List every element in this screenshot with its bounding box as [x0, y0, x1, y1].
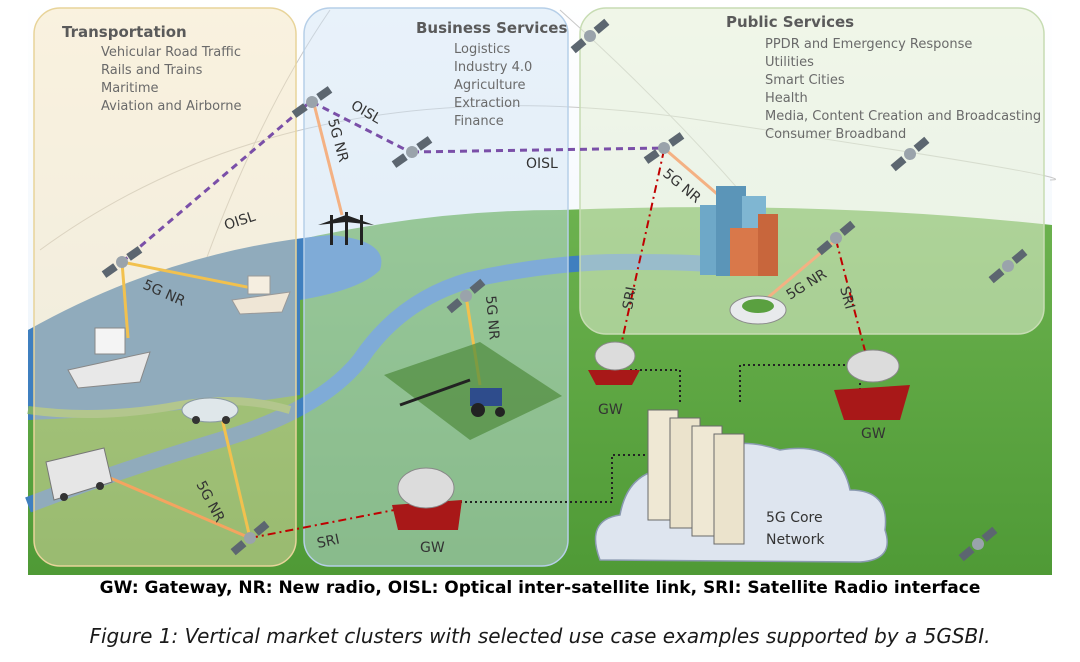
sri-link: [619, 149, 665, 351]
gw-label: GW: [420, 540, 445, 556]
cluster-title-transportation: Transportation: [62, 23, 187, 41]
satellite-icon: [446, 278, 486, 314]
core-network-label: Network: [766, 532, 825, 548]
ground-link: [739, 364, 861, 405]
ship-icon: [67, 327, 151, 389]
oisl-link: [411, 146, 665, 154]
cluster-item: Industry 4.0: [454, 60, 532, 75]
sri-link: [249, 504, 421, 539]
cluster-item: Utilities: [765, 55, 814, 70]
cluster-item: PPDR and Emergency Response: [765, 37, 972, 52]
city-buildings-icon: [700, 186, 778, 276]
nr-link: [120, 261, 130, 339]
cluster-item: Vehicular Road Traffic: [101, 45, 241, 60]
cluster-transportation: [33, 7, 297, 567]
satellite-icon: [988, 248, 1028, 284]
oisl-label: OISL: [526, 156, 558, 172]
nr-link: [121, 260, 263, 292]
wind-turbine-icon: [318, 212, 374, 245]
cluster-item: Maritime: [101, 81, 159, 96]
cluster-item: Agriculture: [454, 78, 526, 93]
satellite-icon: [391, 136, 433, 168]
sri-link: [835, 239, 871, 371]
nr-link: [312, 103, 344, 216]
cluster-item: Health: [765, 91, 808, 106]
cluster-item: Media, Content Creation and Broadcasting: [765, 109, 1041, 124]
gateway-antenna-icon: [588, 341, 640, 385]
oisl-link: [121, 100, 311, 264]
cluster-item: Smart Cities: [765, 73, 845, 88]
satellite-icon: [958, 526, 998, 562]
satellite-icon: [816, 220, 856, 256]
cluster-item: Extraction: [454, 96, 520, 111]
gw-label: GW: [598, 402, 623, 418]
gateway-antenna-icon: [834, 349, 910, 420]
sri-label: SRI: [836, 285, 857, 311]
gateway-antenna-icon: [392, 467, 462, 530]
satellite-icon: [570, 18, 610, 54]
satellite-icon: [291, 86, 333, 118]
road: [27, 397, 292, 418]
cluster-item: Consumer Broadband: [765, 127, 906, 142]
cluster-business-services: [303, 7, 569, 567]
cluster-item: Aviation and Airborne: [101, 99, 241, 114]
cluster-title-public-services: Public Services: [726, 13, 854, 31]
server-rack-icon: [647, 409, 745, 545]
nr-link: [218, 409, 252, 539]
stadium-icon: [729, 295, 787, 325]
gw-label: GW: [861, 426, 886, 442]
tractor-icon: [399, 378, 505, 417]
figure-caption: Figure 1: Vertical market clusters with …: [89, 624, 991, 648]
ground-link: [630, 369, 681, 405]
cluster-public-services: [579, 7, 1045, 335]
satellite-icon: [101, 246, 143, 278]
core-network-label: 5G Core: [766, 510, 823, 526]
abbreviation-legend: GW: Gateway, NR: New radio, OISL: Optica…: [99, 578, 981, 598]
ship-icon: [231, 275, 291, 315]
satellite-icon: [890, 136, 930, 172]
cluster-item: Finance: [454, 114, 504, 129]
car-icon: [181, 397, 239, 424]
ground-link: [460, 454, 648, 503]
oisl-link: [311, 100, 411, 154]
cluster-item: Rails and Trains: [101, 63, 203, 78]
nr-label: 5G NR: [482, 295, 502, 341]
satellite-icon: [643, 132, 685, 164]
sri-label: SRI: [620, 286, 640, 311]
satellite-icon: [230, 520, 270, 556]
cluster-item: Logistics: [454, 42, 510, 57]
cluster-title-business-services: Business Services: [416, 19, 567, 37]
sri-label: SRI: [316, 532, 342, 552]
bus-icon: [45, 447, 113, 501]
